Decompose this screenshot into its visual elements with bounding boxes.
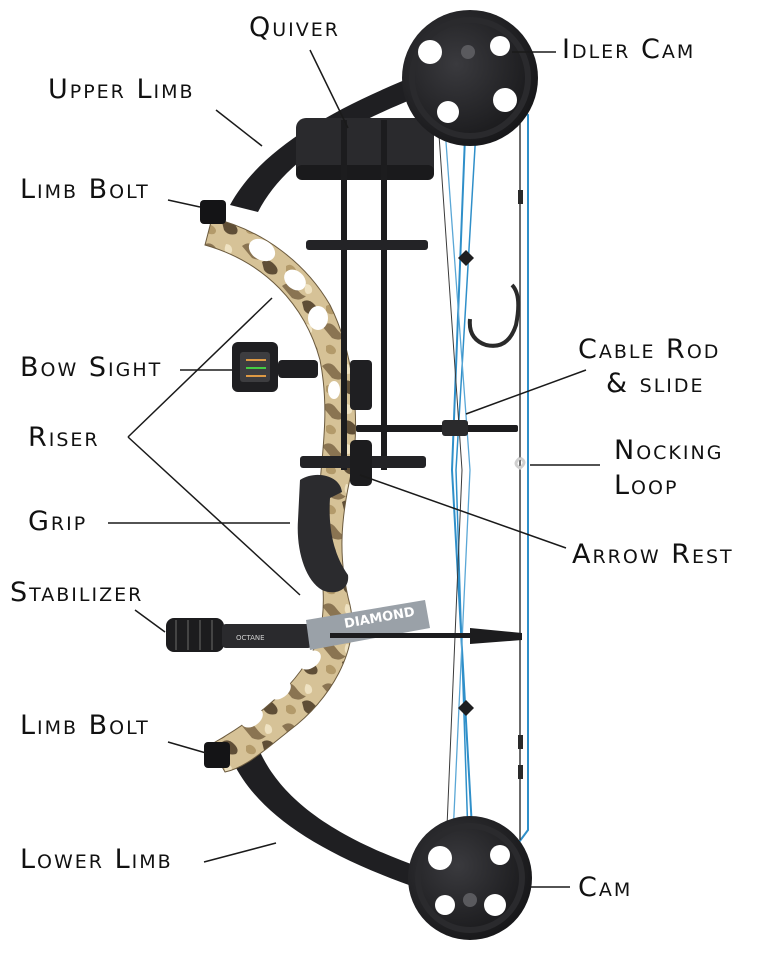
leader-upper-limb bbox=[215, 109, 263, 147]
bus-cables bbox=[433, 59, 481, 901]
label-cam: Cam bbox=[578, 872, 633, 903]
leader-stabilizer bbox=[134, 609, 166, 633]
leader-riser-upper bbox=[127, 297, 273, 438]
leader-riser-lower bbox=[127, 436, 301, 596]
quiver bbox=[296, 118, 434, 470]
limb-bolt-top bbox=[200, 200, 226, 224]
arrow-rest bbox=[350, 440, 372, 486]
label-stabilizer: Stabilizer bbox=[10, 577, 144, 608]
string-silencers bbox=[458, 190, 523, 779]
label-lower-limb: Lower Limb bbox=[20, 844, 173, 875]
leader-lines bbox=[108, 49, 600, 888]
peep-hook bbox=[467, 283, 521, 348]
nocking-loop bbox=[514, 456, 526, 470]
stabilizer bbox=[166, 600, 430, 652]
label-idler-cam: Idler Cam bbox=[562, 34, 696, 65]
cable-rod-and-slide bbox=[356, 420, 518, 436]
label-limb-bolt-bottom: Limb Bolt bbox=[20, 710, 150, 741]
label-arrow-rest: Arrow Rest bbox=[572, 539, 734, 570]
leader-cable-rod bbox=[465, 369, 587, 415]
label-cable-rod-line2: & slide bbox=[606, 368, 705, 399]
leader-limb-bolt-bottom bbox=[167, 741, 207, 754]
label-nocking-line1: Nocking bbox=[614, 435, 724, 466]
label-upper-limb: Upper Limb bbox=[48, 74, 195, 105]
arrow bbox=[330, 628, 522, 644]
leader-lower-limb bbox=[203, 842, 277, 863]
label-cable-rod-line1: Cable Rod bbox=[578, 334, 721, 365]
cam bbox=[408, 816, 532, 940]
riser-cutouts bbox=[241, 238, 340, 728]
leader-quiver bbox=[309, 49, 349, 129]
leader-arrow-rest bbox=[359, 474, 567, 549]
label-limb-bolt-top: Limb Bolt bbox=[20, 174, 150, 205]
bow-sight bbox=[232, 342, 372, 410]
label-riser: Riser bbox=[28, 422, 100, 453]
grip bbox=[297, 474, 349, 593]
leader-limb-bolt-top bbox=[167, 199, 201, 208]
label-bow-sight: Bow Sight bbox=[20, 352, 163, 383]
stabilizer-small-brand: OCTANE bbox=[236, 634, 265, 642]
label-quiver: Quiver bbox=[249, 12, 340, 43]
label-grip: Grip bbox=[28, 506, 88, 537]
idler-cam bbox=[402, 10, 538, 146]
limb-bolt-bottom bbox=[204, 742, 230, 768]
label-nocking-line2: Loop bbox=[614, 470, 679, 501]
